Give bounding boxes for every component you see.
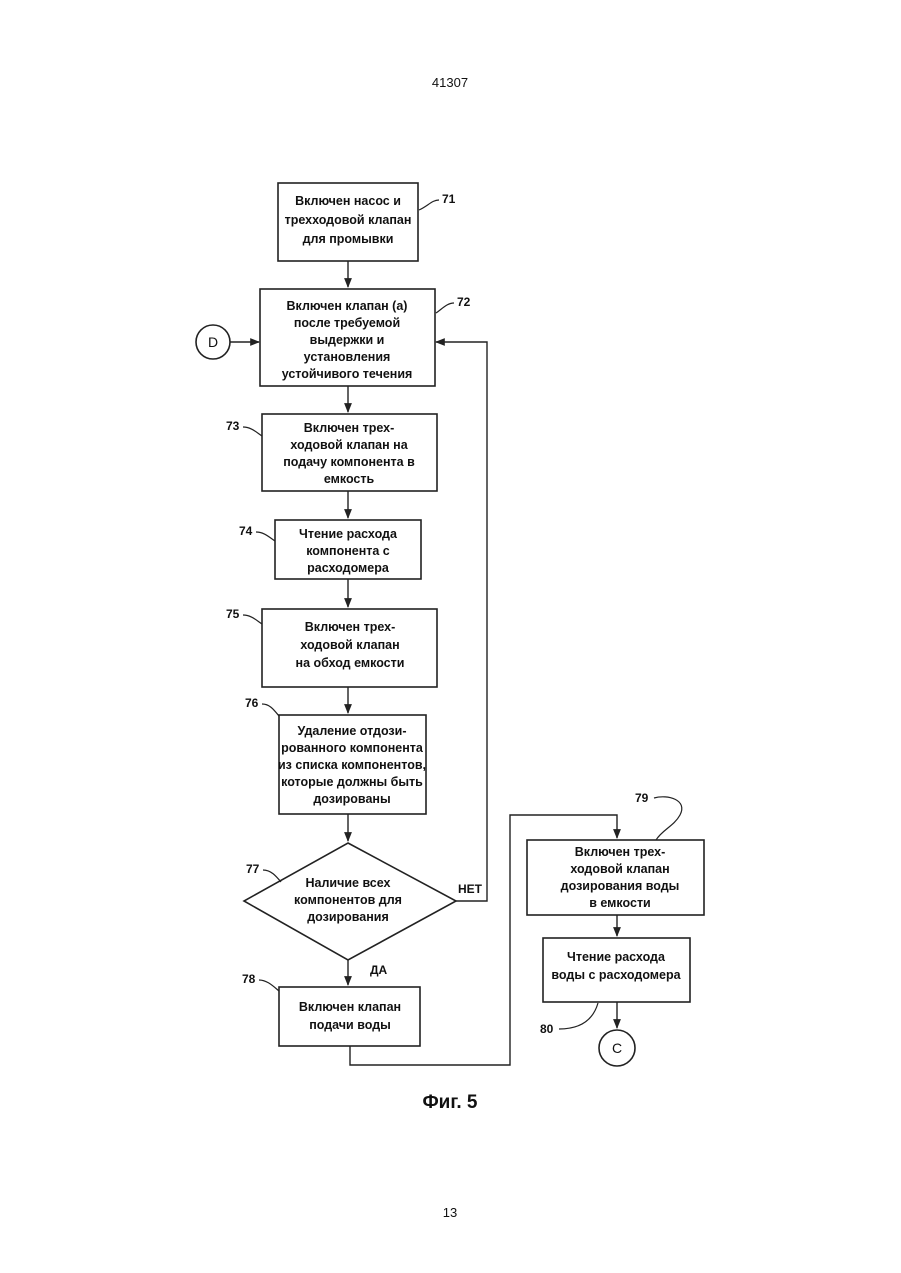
ref-78-leader [259,980,279,991]
node-76: Удаление отдози- рованного компонента из… [278,715,426,814]
node-76-line-2: рованного компонента [281,741,424,755]
node-79-line-1: Включен трех- [575,845,665,859]
node-79-line-4: в емкости [589,896,651,910]
ref-77-leader [263,870,281,882]
figure-caption: Фиг. 5 [422,1092,477,1113]
node-72-line-3: выдержки и [310,333,385,347]
ref-74-leader [256,532,275,541]
page-number: 13 [443,1205,457,1220]
node-78-line-2: подачи воды [309,1018,391,1032]
node-75-line-2: ходовой клапан [300,638,399,652]
node-76-line-1: Удаление отдози- [297,724,406,738]
ref-80: 80 [540,1022,554,1036]
node-76-line-5: дозированы [313,792,390,806]
node-79-line-2: ходовой клапан [570,862,669,876]
connector-c-label: C [612,1040,622,1056]
node-77-line-3: дозирования [307,910,389,924]
node-78-line-1: Включен клапан [299,1000,401,1014]
node-73-line-4: емкость [324,472,375,486]
node-75-line-3: на обход емкости [296,656,405,670]
edge-77-no-loop [436,342,487,901]
edge-label-yes: ДА [370,963,388,977]
ref-72-leader [436,303,454,313]
node-72: Включен клапан (а) после требуемой выдер… [260,289,435,386]
node-71-line-1: Включен насос и [295,194,401,208]
node-80: Чтение расхода воды с расходомера [543,938,690,1002]
node-77-line-2: компонентов для [294,893,402,907]
node-72-line-2: после требуемой [294,316,400,330]
node-73-line-2: ходовой клапан на [290,438,408,452]
node-73: Включен трех- ходовой клапан на подачу к… [262,414,437,491]
node-78: Включен клапан подачи воды [279,987,420,1046]
node-76-line-3: из списка компонентов, [278,758,426,772]
node-71-line-3: для промывки [303,232,394,246]
node-74-line-2: компонента с [306,544,390,558]
node-74-line-1: Чтение расхода [299,527,398,541]
node-72-line-4: установления [304,350,391,364]
ref-77: 77 [246,862,260,876]
connector-c: C [599,1030,635,1066]
ref-80-leader [559,1003,598,1029]
node-71: Включен насос и трехходовой клапан для п… [278,183,418,261]
ref-76-leader [262,704,279,716]
ref-76: 76 [245,696,259,710]
node-76-line-4: которые должны быть [281,775,423,789]
ref-74: 74 [239,524,253,538]
ref-73-leader [243,427,262,436]
connector-d-label: D [208,334,218,350]
node-75: Включен трех- ходовой клапан на обход ем… [262,609,437,687]
node-72-line-1: Включен клапан (а) [287,299,408,313]
ref-73: 73 [226,419,240,433]
node-73-line-3: подачу компонента в [283,455,415,469]
ref-71-leader [419,200,439,210]
node-74-line-3: расходомера [307,561,390,575]
node-79-line-3: дозирования воды [561,879,680,893]
node-74: Чтение расхода компонента с расходомера [275,520,421,579]
node-79: Включен трех- ходовой клапан дозирования… [527,840,704,915]
connector-d: D [196,325,230,359]
ref-72: 72 [457,295,471,309]
edge-label-no: НЕТ [458,882,483,896]
ref-75-leader [243,615,262,624]
ref-79: 79 [635,791,649,805]
node-77-line-1: Наличие всех [305,876,390,890]
node-77-decision: Наличие всех компонентов для дозирования [244,843,456,960]
node-73-line-1: Включен трех- [304,421,394,435]
node-80-line-2: воды с расходомера [551,968,681,982]
node-72-line-5: устойчивого течения [282,367,413,381]
ref-71: 71 [442,192,456,206]
ref-78: 78 [242,972,256,986]
ref-75: 75 [226,607,240,621]
document-number: 41307 [432,75,468,90]
node-71-line-2: трехходовой клапан [285,213,412,227]
ref-79-leader [654,797,682,840]
node-75-line-1: Включен трех- [305,620,395,634]
node-80-line-1: Чтение расхода [567,950,666,964]
